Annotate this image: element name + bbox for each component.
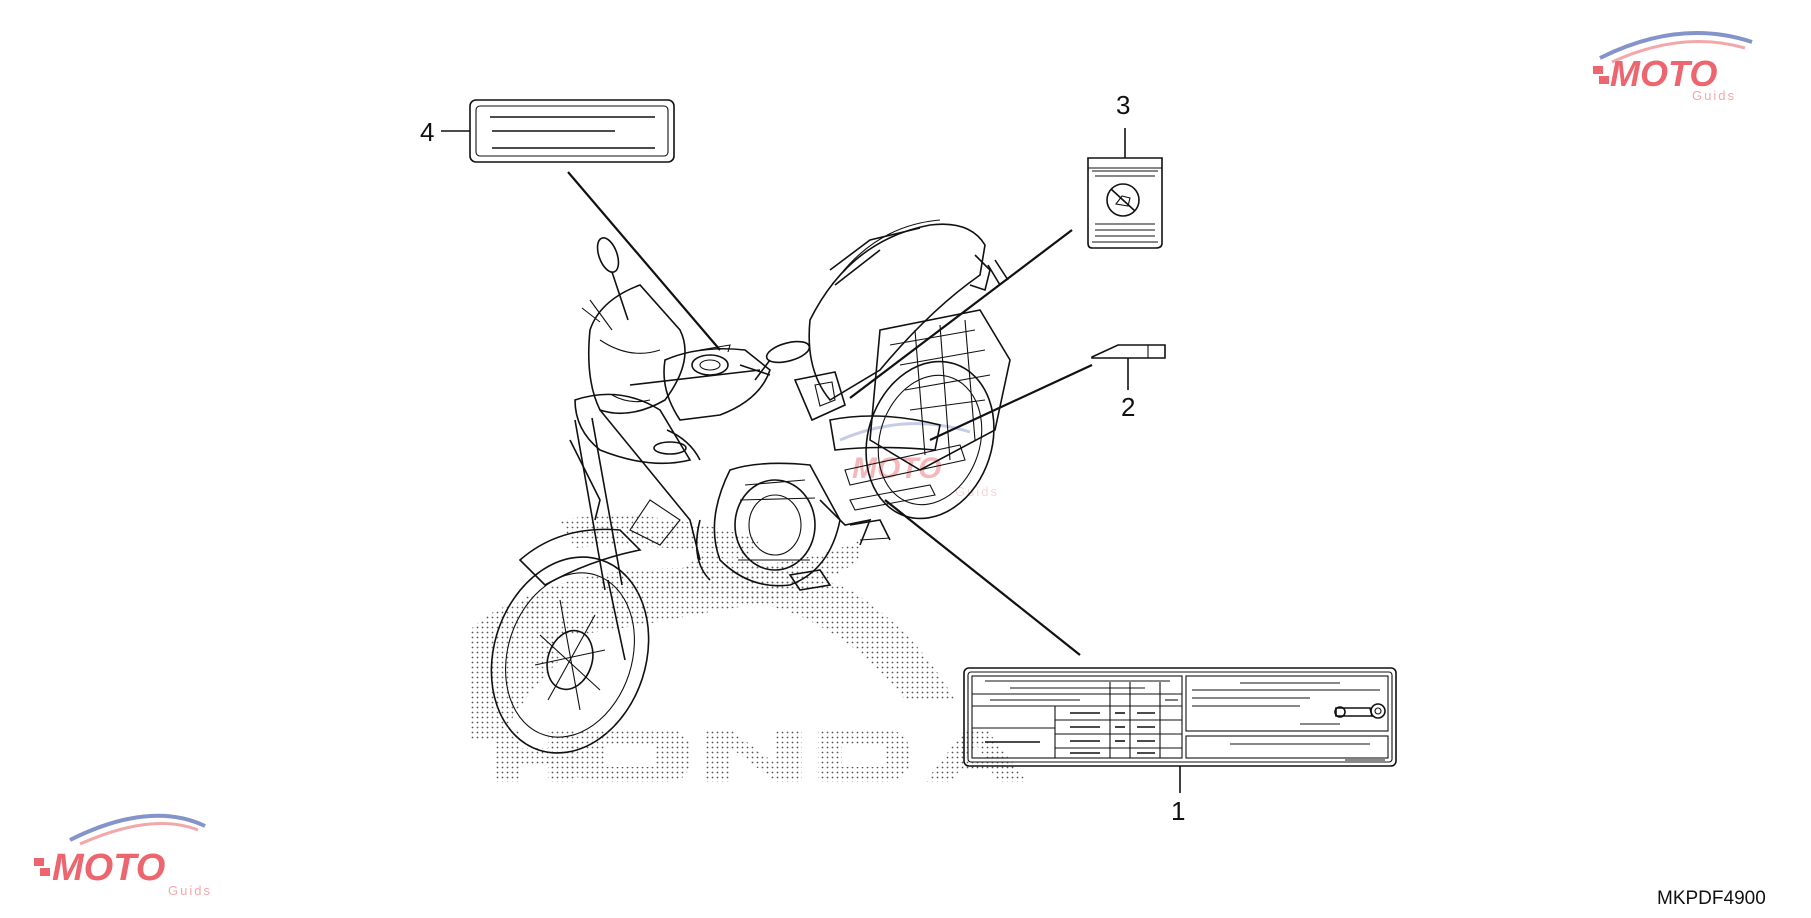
callout-2: 2	[1121, 392, 1135, 422]
label-2-small-tag[interactable]	[1091, 344, 1166, 359]
callout-3: 3	[1116, 90, 1130, 120]
leader-1	[884, 499, 1081, 656]
motorcycle-illustration	[470, 219, 1011, 754]
callout-1: 1	[1171, 796, 1185, 826]
watermark-sub-center: Guids	[955, 484, 999, 499]
watermark-brand-bottom: MOTO	[52, 847, 165, 889]
leader-2	[929, 364, 1093, 441]
watermark-logo-top: MOTO Guids	[1593, 31, 1753, 103]
watermark-brand: MOTO	[1610, 53, 1717, 94]
diagram-code: MKPDF4900	[1657, 888, 1766, 909]
no-passenger-icon	[1106, 183, 1140, 217]
wrench-icon	[1334, 703, 1386, 719]
leader-3	[849, 229, 1073, 399]
label-1-info-plate[interactable]	[963, 667, 1397, 767]
label-3-no-passenger-label[interactable]	[1087, 157, 1163, 249]
honda-dotted-logo	[495, 515, 1027, 782]
watermark-sub: Guids	[1692, 88, 1736, 103]
watermark-logo-bottom: MOTO Guids	[34, 813, 212, 898]
label-4-caution-label[interactable]	[469, 99, 675, 163]
leader-4	[567, 171, 721, 351]
callout-4: 4	[420, 117, 434, 147]
watermark-sub-bottom: Guids	[168, 883, 212, 898]
